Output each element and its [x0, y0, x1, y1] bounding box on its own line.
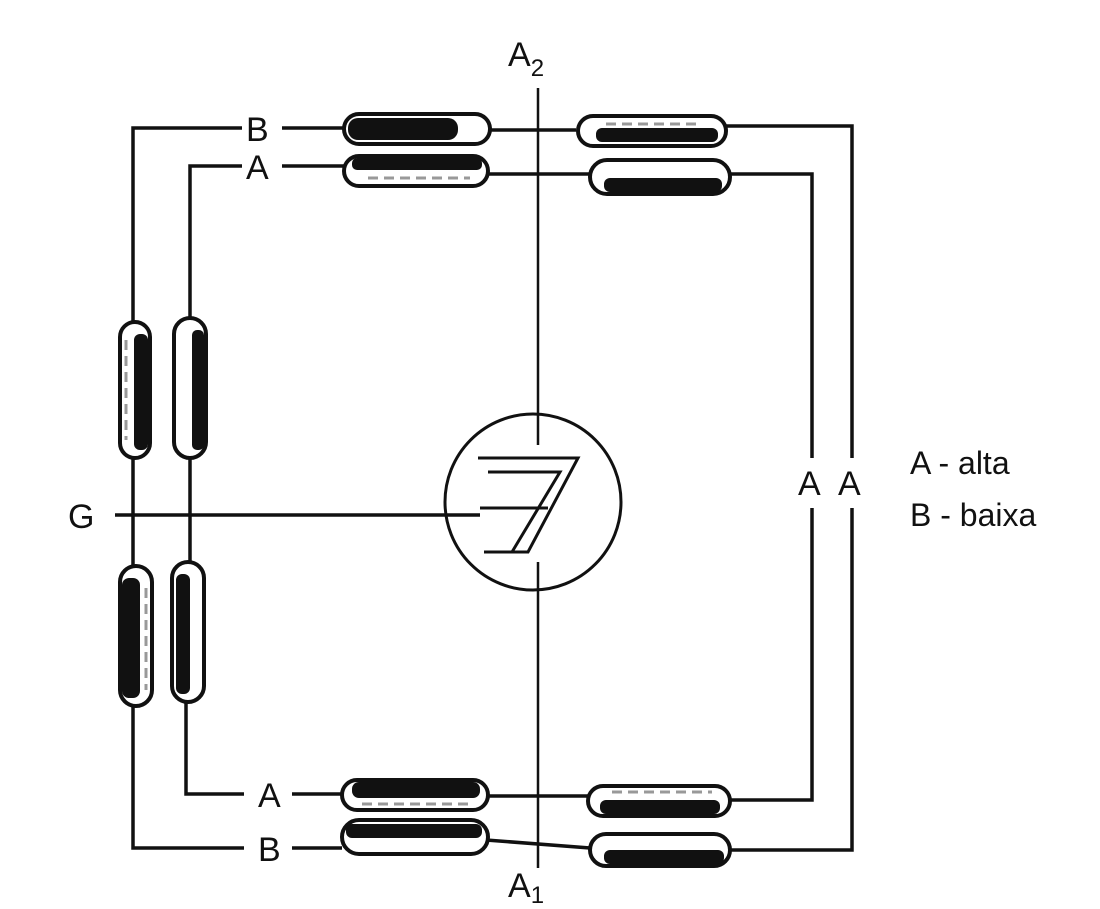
wire-left-A-top [188, 164, 242, 322]
ground-label: G [68, 498, 94, 536]
wire-right-inner-bottom [730, 508, 814, 802]
wire-right-outer-bottom [730, 508, 854, 852]
gauge-top-B-left [342, 112, 492, 146]
label-top-B: B [246, 111, 269, 149]
label-right-A-inner: A [798, 465, 821, 503]
gauge-bottom-B-left [340, 818, 490, 856]
gauge-top-A-left [342, 154, 490, 188]
wire-left-A-bottom [184, 700, 244, 796]
gauge-left-upper-inner [172, 316, 208, 460]
label-bottom-A: A [258, 777, 281, 815]
wire-left-B-bottom [131, 706, 244, 850]
axis-top-label: A2 [508, 36, 544, 82]
label-bottom-B: B [258, 831, 281, 869]
gauge-left-upper-outer [118, 320, 152, 460]
gauge-bottom-A-left [340, 778, 490, 812]
gauge-bottom-B-right [588, 832, 732, 868]
wire-bottom-B-mid [485, 838, 591, 850]
wire-right-inner-top [728, 172, 814, 458]
gauge-bottom-A-right [586, 784, 732, 818]
legend-item-baixa: B - baixa [910, 497, 1036, 533]
legend-item-alta: A - alta [910, 445, 1010, 481]
gauge-left-lower-inner [170, 560, 206, 704]
gauge-left-lower-outer [118, 564, 154, 708]
gauge-top-A-right [588, 158, 732, 196]
label-top-A: A [246, 149, 269, 187]
wire-right-outer-top [726, 124, 854, 458]
legend: A - alta B - baixa [910, 445, 1036, 533]
axis-bottom-label: A1 [508, 867, 544, 909]
label-right-A-outer: A [838, 465, 861, 503]
gauge-top-B-right [576, 114, 728, 148]
wire-left-B-top [131, 126, 242, 322]
measurement-element-icon [443, 412, 623, 592]
